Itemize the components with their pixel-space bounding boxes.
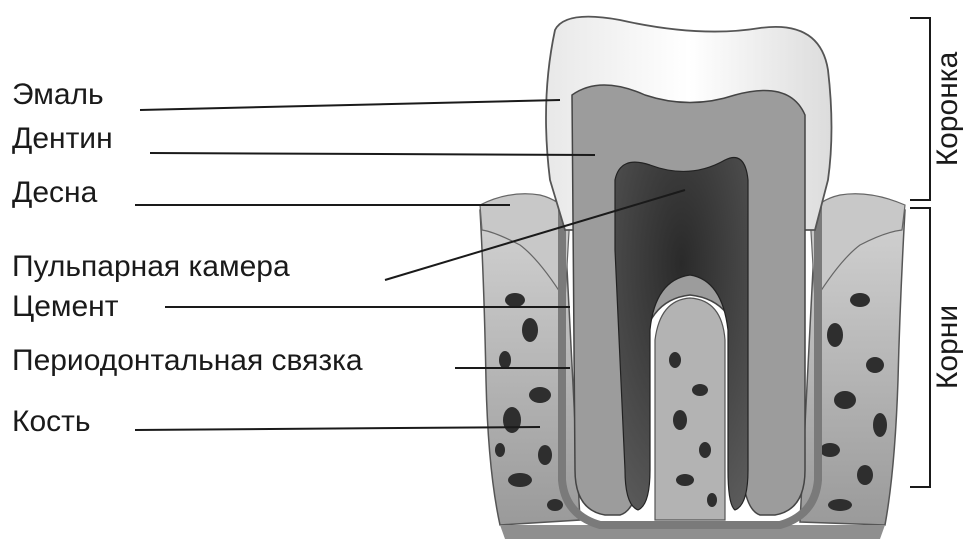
label-enamel: Эмаль bbox=[12, 78, 104, 112]
root-bracket bbox=[910, 208, 930, 487]
leader-bone bbox=[135, 427, 540, 430]
label-periodontal-ligament: Периодонтальная связка bbox=[12, 344, 363, 378]
leader-dentin bbox=[150, 153, 595, 155]
label-cementum: Цемент bbox=[12, 290, 119, 324]
label-dentin: Дентин bbox=[12, 122, 113, 156]
label-crown: Коронка bbox=[931, 49, 965, 169]
label-bone: Кость bbox=[12, 405, 91, 439]
leader-enamel bbox=[140, 100, 560, 110]
crown-bracket bbox=[910, 18, 930, 200]
label-pulp-chamber: Пульпарная камера bbox=[12, 250, 290, 284]
label-gum: Десна bbox=[12, 176, 97, 210]
inter-root-bone bbox=[655, 298, 725, 520]
label-root: Корни bbox=[931, 297, 965, 397]
